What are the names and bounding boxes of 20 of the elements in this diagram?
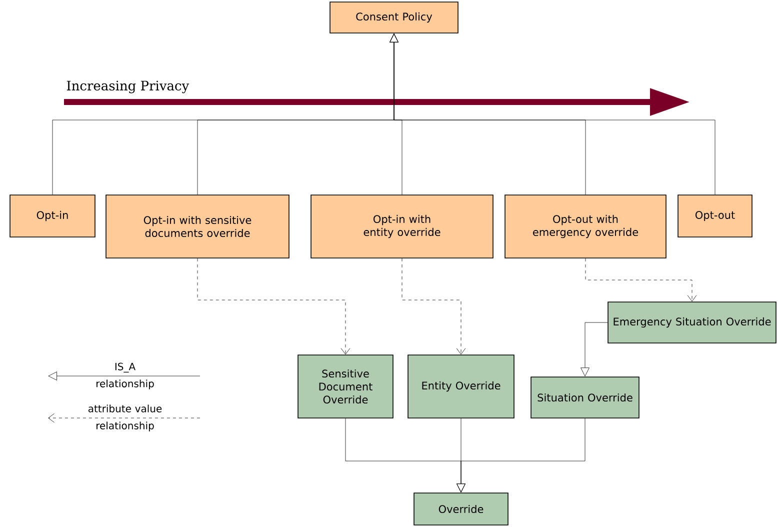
connector bbox=[456, 418, 586, 492]
class-box: Opt-out bbox=[678, 194, 752, 238]
connector bbox=[390, 34, 716, 195]
connector bbox=[580, 322, 608, 376]
axis-label: Increasing Privacy bbox=[66, 80, 190, 94]
class-box: Emergency Situation Override bbox=[608, 302, 776, 344]
legend-text: IS_A relationship bbox=[96, 362, 154, 390]
legend-text: attribute value relationship bbox=[88, 404, 162, 432]
class-box: Opt-in with entity override bbox=[310, 194, 494, 258]
class-box: Opt-in bbox=[10, 194, 96, 238]
class-box: Opt-in with sensitive documents override bbox=[106, 194, 290, 258]
class-box: Situation Override bbox=[530, 376, 640, 418]
class-box: Entity Override bbox=[408, 354, 514, 418]
connector bbox=[585, 258, 697, 302]
connector bbox=[197, 258, 350, 354]
connector bbox=[402, 258, 466, 354]
class-box: Override bbox=[414, 492, 508, 526]
class-box: Consent Policy bbox=[330, 2, 458, 34]
class-box: Opt-out with emergency override bbox=[504, 194, 666, 258]
class-box: Sensitive Document Override bbox=[298, 354, 394, 418]
